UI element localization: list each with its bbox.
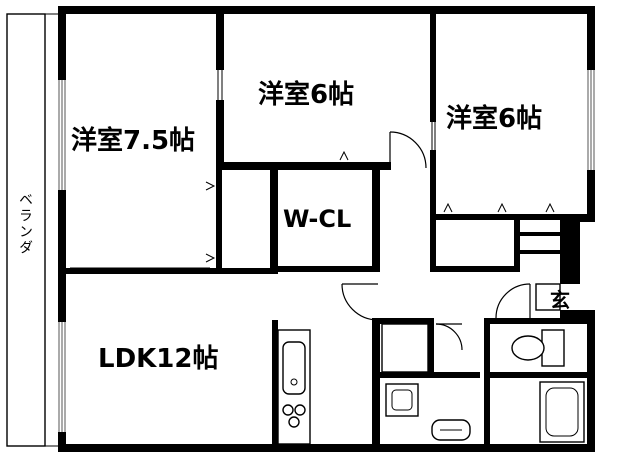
swing-doors (341, 131, 531, 351)
room-label-western-7-5: 洋室7.5帖 (71, 126, 196, 156)
entrance-step (535, 283, 561, 311)
room-label-western-6-right: 洋室6帖 (446, 104, 543, 134)
sliding-doors (70, 70, 436, 274)
room-label-ldk: LDK12帖 (98, 344, 219, 374)
room-label-entrance: 玄 (550, 288, 570, 312)
top-right-windows (587, 70, 595, 170)
washroom (385, 383, 471, 441)
room-label-walk-in-closet: W-CL (283, 205, 352, 233)
bathtub (539, 381, 585, 443)
markers (205, 150, 555, 263)
toilet (511, 329, 565, 367)
kitchen (277, 329, 311, 445)
veranda-label: ベランダ (17, 192, 33, 256)
interior-walls (58, 6, 587, 452)
veranda (6, 13, 60, 447)
hall-storage (381, 323, 429, 373)
room-label-western-6-middle: 洋室6帖 (258, 80, 355, 110)
left-windows (58, 80, 66, 432)
